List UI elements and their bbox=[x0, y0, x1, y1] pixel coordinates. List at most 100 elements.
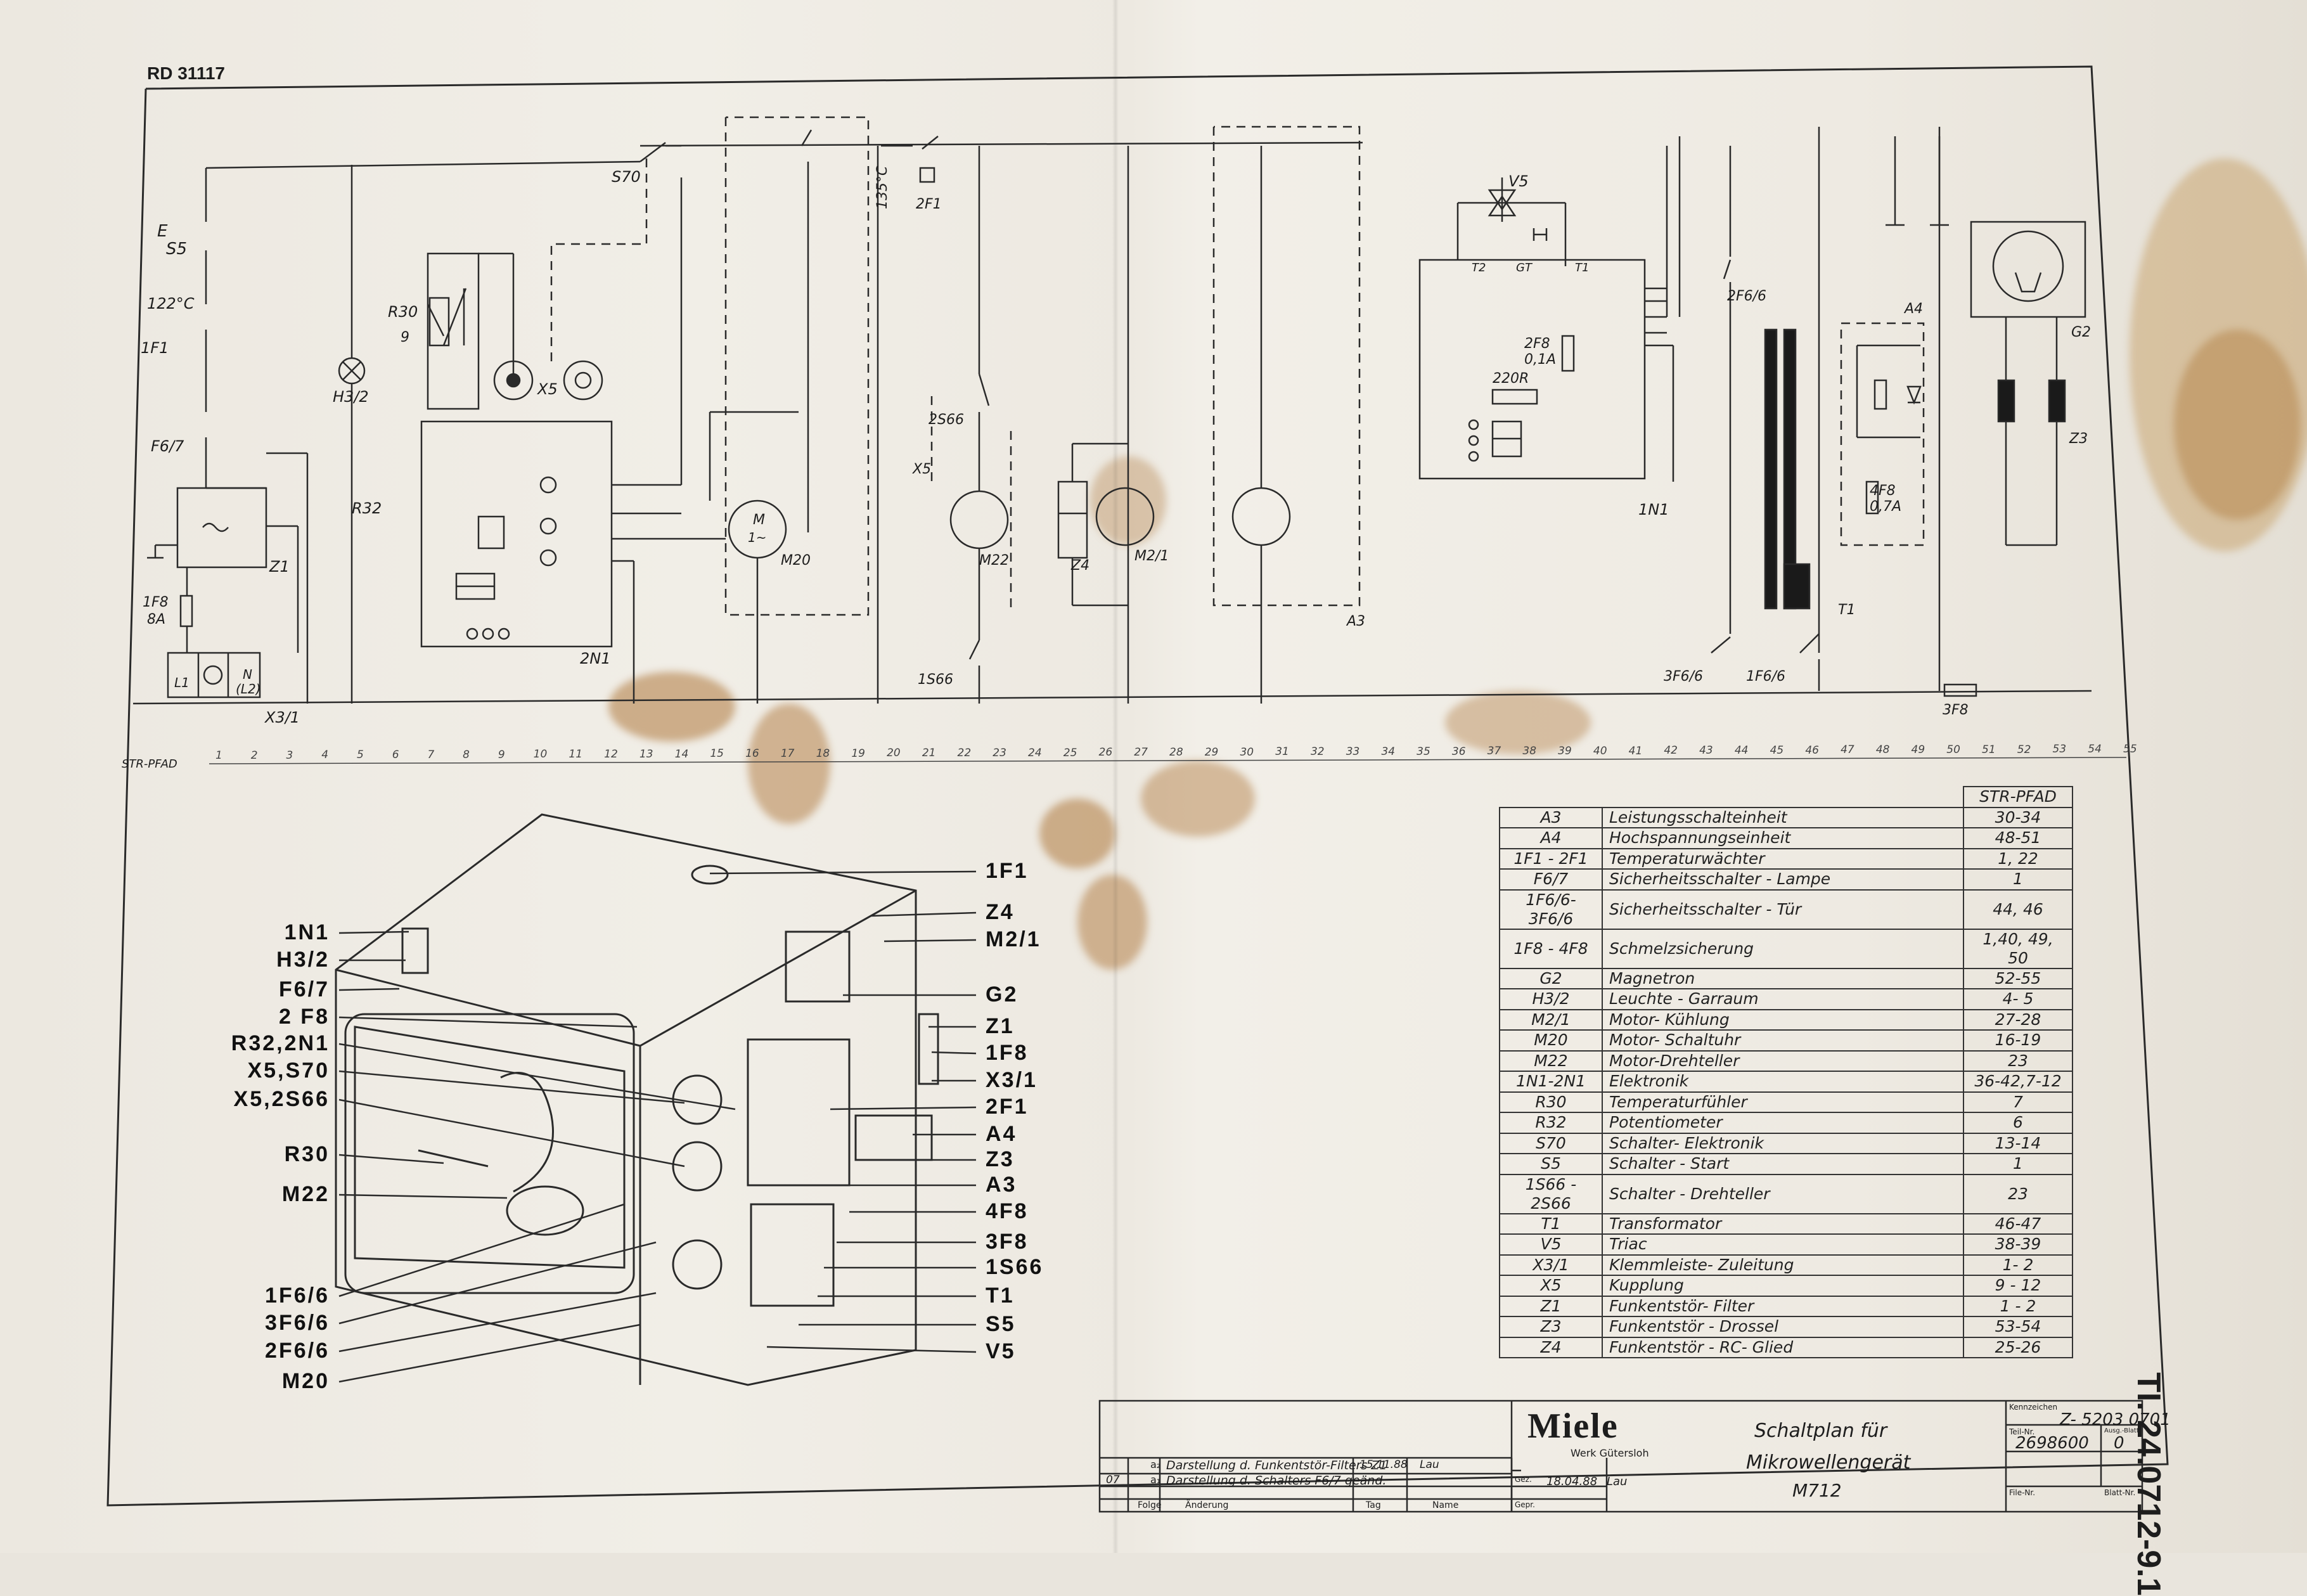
legend-desc: Schalter - Drehteller bbox=[1602, 1173, 1964, 1214]
legend-desc: Temperaturwächter bbox=[1602, 847, 1964, 870]
path-number: 14 bbox=[674, 747, 689, 761]
legend-code: S5 bbox=[1499, 1153, 1603, 1175]
label-135: 135°C bbox=[875, 165, 890, 209]
label-3F66: 3F6/6 bbox=[1664, 669, 1704, 685]
miele-logo: Miele bbox=[1527, 1406, 1619, 1446]
label-X31: X3/1 bbox=[265, 709, 300, 726]
legend-code: H3/2 bbox=[1499, 988, 1603, 1010]
path-number: 9 bbox=[498, 748, 505, 761]
legend-code: 1F1 - 2F1 bbox=[1499, 847, 1603, 870]
callout-left: M20 bbox=[281, 1369, 330, 1393]
path-number: 13 bbox=[639, 747, 653, 761]
legend-header-row: STR-PFAD bbox=[1500, 786, 2073, 808]
path-number: 38 bbox=[1522, 745, 1537, 758]
callout-right: 1F8 bbox=[986, 1041, 1029, 1065]
callout-left: 2 F8 bbox=[278, 1005, 330, 1029]
legend-desc: Schalter - Start bbox=[1602, 1153, 1964, 1175]
callout-left: X5,S70 bbox=[247, 1059, 330, 1083]
legend-code: R32 bbox=[1499, 1112, 1603, 1134]
rev-a1-text: Darstellung d. Schalters F6/7 geänd. bbox=[1166, 1474, 1387, 1488]
rev-label: Ausg.-Blatt bbox=[2104, 1427, 2139, 1434]
legend-code: X3/1 bbox=[1499, 1254, 1603, 1276]
model-number: M712 bbox=[1792, 1480, 1842, 1501]
legend-code: X5 bbox=[1499, 1275, 1603, 1297]
callout-right: V5 bbox=[986, 1339, 1016, 1363]
electronics-1n1 bbox=[1418, 259, 1646, 480]
label-1F8: 1F8 bbox=[143, 595, 169, 610]
label-2N1: 2N1 bbox=[580, 650, 611, 667]
callout-right: Z4 bbox=[986, 900, 1015, 924]
path-number: 49 bbox=[1911, 743, 1925, 757]
callout-left: M22 bbox=[281, 1182, 330, 1206]
stain-center-6 bbox=[1445, 691, 1591, 754]
label-L1: L1 bbox=[174, 675, 190, 690]
col-name: Name bbox=[1432, 1500, 1459, 1510]
callout-left: 3F6/6 bbox=[265, 1311, 330, 1335]
rev-number: 0 bbox=[2114, 1434, 2124, 1453]
path-number: 7 bbox=[427, 748, 435, 761]
legend-code: S70 bbox=[1499, 1132, 1603, 1154]
label-S70: S70 bbox=[612, 168, 641, 186]
path-number: 10 bbox=[533, 748, 548, 761]
legend-desc: Transformator bbox=[1602, 1213, 1964, 1235]
legend-path: 52-55 bbox=[1963, 967, 2073, 989]
legend-code: 1S66 - 2S66 bbox=[1499, 1173, 1603, 1214]
label-N: N bbox=[243, 667, 252, 682]
transformer-t1-core-a bbox=[1764, 328, 1778, 610]
legend-path: 23 bbox=[1963, 1173, 2073, 1214]
path-number: 17 bbox=[780, 747, 795, 761]
callout-right: A3 bbox=[986, 1173, 1017, 1197]
callout-left: H3/2 bbox=[276, 948, 330, 972]
legend-code: F6/7 bbox=[1499, 868, 1603, 891]
callout-right: X3/1 bbox=[986, 1068, 1038, 1092]
strpfad-label: STR-PFAD bbox=[122, 757, 177, 771]
callout-right: M2/1 bbox=[986, 927, 1041, 951]
legend-path: 13-14 bbox=[1963, 1132, 2073, 1154]
label-1F66: 1F6/6 bbox=[1746, 669, 1786, 685]
legend-path: 4- 5 bbox=[1963, 988, 2073, 1010]
filter-z1 bbox=[176, 487, 267, 569]
path-number: 54 bbox=[2088, 743, 2102, 756]
path-number: 37 bbox=[1487, 745, 1501, 758]
file-label: File-Nr. bbox=[2009, 1488, 2036, 1497]
motor-m21 bbox=[1095, 487, 1155, 546]
path-number: 34 bbox=[1381, 745, 1396, 758]
legend-code: 1N1-2N1 bbox=[1499, 1071, 1603, 1093]
path-number: 28 bbox=[1169, 746, 1183, 759]
path-number: 46 bbox=[1805, 743, 1819, 757]
callout-left: 2F6/6 bbox=[265, 1339, 330, 1363]
legend-path: 7 bbox=[1963, 1091, 2073, 1113]
part-no-label: Teil-Nr. bbox=[2009, 1427, 2035, 1436]
legend-path: 1 - 2 bbox=[1963, 1295, 2073, 1317]
callout-right: 1S66 bbox=[986, 1255, 1044, 1279]
path-number: 52 bbox=[2017, 743, 2031, 756]
legend-desc: Sicherheitsschalter - Lampe bbox=[1602, 868, 1964, 891]
path-number: 55 bbox=[2123, 743, 2137, 756]
callout-left: R30 bbox=[284, 1142, 330, 1166]
label-GT: GT bbox=[1516, 261, 1532, 274]
legend-desc: Sicherheitsschalter - Tür bbox=[1602, 889, 1964, 930]
label-Z3: Z3 bbox=[2069, 431, 2088, 447]
path-number: 36 bbox=[1451, 745, 1466, 758]
gepr-label: Gepr. bbox=[1515, 1500, 1535, 1509]
legend-code: M2/1 bbox=[1499, 1008, 1603, 1031]
callout-right: 2F1 bbox=[986, 1095, 1029, 1119]
oven-cavity bbox=[354, 1026, 626, 1269]
legend-path: 1, 22 bbox=[1963, 847, 2073, 870]
legend-desc: Schmelzsicherung bbox=[1602, 928, 1964, 969]
path-number: 48 bbox=[1875, 743, 1890, 757]
path-number: 25 bbox=[1063, 746, 1077, 759]
legend-code: 1F6/6-3F6/6 bbox=[1499, 889, 1603, 930]
gez-label: Gez. bbox=[1515, 1475, 1532, 1484]
legend-path: 46-47 bbox=[1963, 1213, 2073, 1235]
legend-desc: Leuchte - Garraum bbox=[1602, 988, 1964, 1010]
